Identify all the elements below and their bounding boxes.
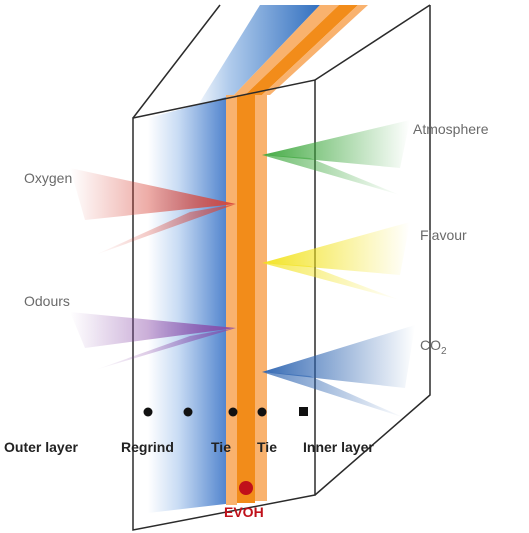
film-outline — [132, 4, 431, 531]
tie-outer-label: Tie — [211, 439, 231, 455]
flavour-arrow — [262, 222, 410, 300]
co2-label: CO2 — [420, 337, 447, 357]
layer-markers — [143, 407, 308, 417]
tie-outer-dot — [228, 407, 238, 417]
co2-label-subscript: 2 — [441, 346, 447, 357]
tie-band-inner — [255, 95, 267, 501]
odours-arrow — [70, 312, 236, 370]
flavour-label: Flavour — [420, 227, 467, 243]
co2-label-main: CO — [420, 337, 441, 353]
evoh-band — [237, 95, 255, 503]
co2-arrow — [262, 325, 415, 418]
outer-layer-label: Outer layer — [4, 439, 78, 455]
inner-layer-label: Inner layer — [303, 439, 374, 455]
inner-layer-marker — [299, 407, 308, 416]
evoh-dot — [239, 481, 253, 495]
evoh-label: EVOH — [224, 504, 264, 520]
tie-inner-dot — [257, 407, 267, 417]
tie-inner-label: Tie — [257, 439, 277, 455]
outer-layer-dot — [143, 407, 153, 417]
top-face — [190, 5, 368, 118]
atmosphere-arrow — [262, 120, 410, 195]
atmosphere-label: Atmosphere — [413, 121, 489, 137]
tie-band-outer — [226, 95, 237, 505]
oxygen-label: Oxygen — [24, 170, 72, 186]
regrind-dot — [183, 407, 193, 417]
oxygen-arrow — [70, 168, 236, 255]
odours-label: Odours — [24, 293, 70, 309]
regrind-label: Regrind — [121, 439, 174, 455]
